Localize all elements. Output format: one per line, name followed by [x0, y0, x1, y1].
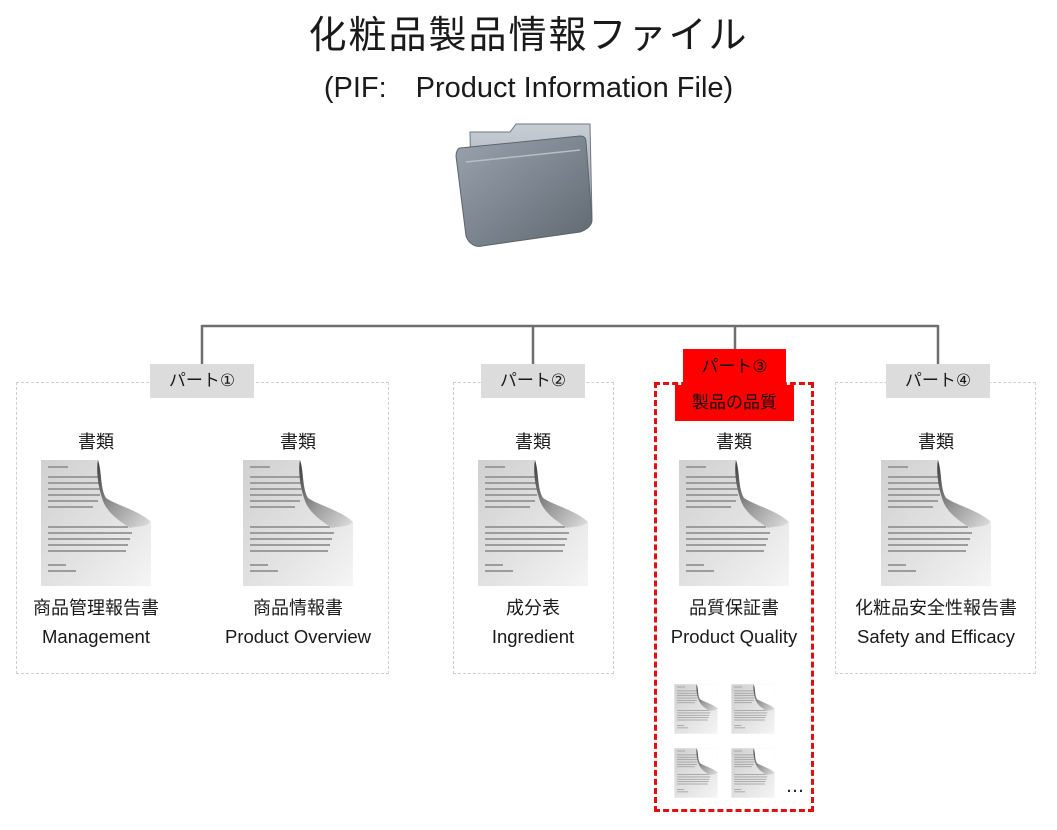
part2-tag: パート②	[481, 364, 585, 398]
document-management: 書類 商品管理報告書 Management	[11, 428, 181, 648]
document-product-quality: 書類 品質保証書 Product Quality	[649, 428, 819, 648]
document-icon	[731, 747, 775, 799]
document-name-jp: 品質保証書	[689, 598, 779, 619]
document-name-jp: 商品管理報告書	[33, 598, 159, 619]
part3-sublabel-tag: 製品の品質	[675, 385, 794, 421]
document-safety-efficacy: 書類 化粧品安全性報告書 Safety and Efficacy	[851, 428, 1021, 648]
document-icon	[880, 458, 992, 588]
document-icon	[678, 458, 790, 588]
document-name-en: Product Quality	[670, 626, 798, 647]
document-name-en: Safety and Efficacy	[856, 626, 1016, 647]
document-icon	[731, 683, 775, 735]
document-name-jp: 化粧品安全性報告書	[855, 598, 1017, 619]
document-icon	[40, 458, 152, 588]
page-title: 化粧品製品情報ファイル	[308, 13, 749, 57]
part3-sublabel: 製品の品質	[692, 393, 777, 413]
part3-label: パート③	[701, 357, 768, 377]
part3-tag: パート③	[683, 349, 786, 385]
document-icon	[674, 683, 718, 735]
document-category: 書類	[918, 432, 954, 453]
document-ingredient: 書類 成分表 Ingredient	[448, 428, 618, 648]
document-name-jp: 商品情報書	[253, 598, 343, 619]
page-subtitle: (PIF: Product Information File)	[323, 72, 734, 104]
document-category: 書類	[716, 432, 752, 453]
document-icon	[477, 458, 589, 588]
document-name-en: Product Overview	[225, 626, 371, 647]
folder-icon	[455, 123, 593, 247]
additional-documents	[674, 683, 784, 793]
document-category: 書類	[515, 432, 551, 453]
document-product-overview: 書類 商品情報書 Product Overview	[213, 428, 383, 648]
document-category: 書類	[280, 432, 316, 453]
document-category: 書類	[78, 432, 114, 453]
more-documents-indicator: …	[786, 776, 804, 797]
part1-tag: パート①	[150, 364, 254, 398]
document-icon	[242, 458, 354, 588]
document-icon	[674, 747, 718, 799]
document-name-en: Ingredient	[491, 626, 575, 647]
document-name-jp: 成分表	[506, 598, 560, 619]
part4-tag: パート④	[886, 364, 990, 398]
document-name-en: Management	[42, 626, 150, 647]
